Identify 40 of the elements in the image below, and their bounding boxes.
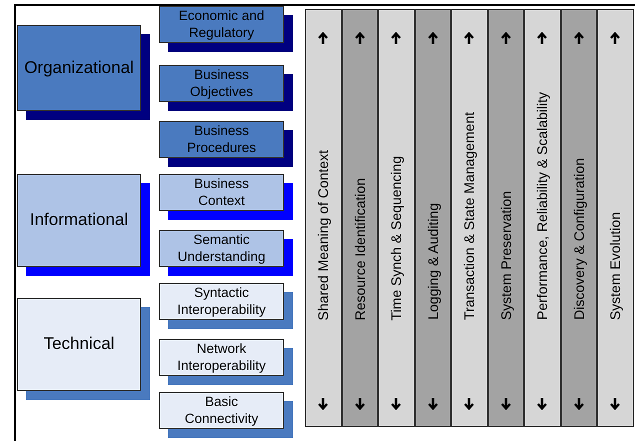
column-label: Time Synch & Sequencing (389, 156, 404, 320)
box-label: Semantic Understanding (176, 232, 266, 265)
column-label: System Evolution (608, 212, 622, 320)
layer-box (159, 65, 284, 102)
concern-column (378, 9, 414, 427)
layer-box (17, 25, 141, 111)
box-label: Syntactic Interoperability (176, 285, 267, 318)
column-label: Performance, Reliability & Scalability (535, 92, 550, 320)
box-label: Network Interoperability (176, 341, 267, 374)
column-label: Discovery & Configuration (572, 158, 586, 320)
layer-box (159, 230, 284, 267)
concern-column (597, 9, 634, 427)
box-label: Technical (42, 334, 116, 355)
layer-box (159, 283, 284, 320)
column-label: Resource Identification (352, 178, 367, 320)
concern-column (488, 9, 524, 427)
column-label: Shared Meaning of Context (316, 150, 330, 320)
box-label: Organizational (23, 58, 135, 78)
layer-box (159, 121, 284, 158)
layer-box (159, 6, 284, 43)
layer-box (17, 298, 141, 391)
box-label: Business Context (193, 176, 250, 209)
concern-column (342, 9, 378, 427)
box-label: Economic and Regulatory (178, 8, 266, 41)
concern-column (451, 9, 488, 427)
concern-column (414, 9, 451, 427)
box-label: Business Objectives (188, 67, 254, 100)
concern-column (305, 9, 342, 427)
layer-box (17, 174, 141, 267)
concern-column (560, 9, 597, 427)
column-label: Transaction & State Management (462, 112, 476, 320)
column-label: Logging & Auditing (426, 203, 440, 320)
layer-box (159, 339, 284, 376)
column-label: System Preservation (498, 190, 513, 320)
concern-column (524, 9, 560, 427)
box-label: Basic Connectivity (184, 394, 260, 427)
layer-box (159, 392, 284, 429)
box-label: Informational (28, 210, 130, 231)
box-label: Business Procedures (186, 123, 258, 156)
layer-box (159, 174, 284, 211)
